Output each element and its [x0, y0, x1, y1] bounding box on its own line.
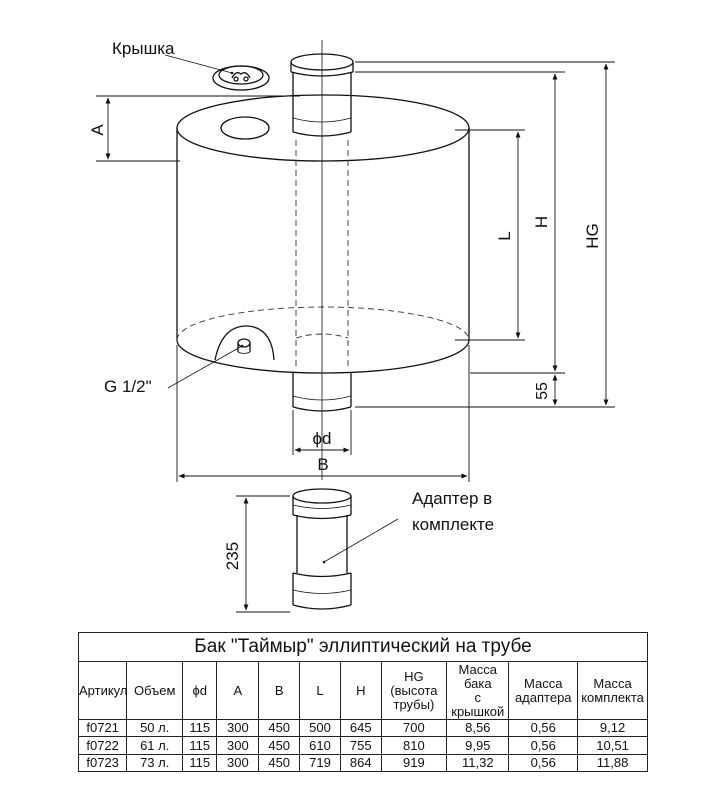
table-header-text: трубы)	[393, 696, 435, 712]
table-cell: 450	[258, 753, 301, 773]
table-header-cell: L	[299, 661, 341, 721]
table-cell: 115	[182, 719, 218, 738]
table-header-text: L	[316, 682, 324, 698]
table-header-text: бака	[463, 675, 492, 691]
tank-technical-drawing: Крышка A L H HG 55 ϕd B G 1/	[88, 39, 615, 613]
table-cell: 50 л.	[126, 719, 184, 738]
adapter-label-line1: Адаптер в	[412, 489, 492, 508]
table-cell: 864	[339, 753, 382, 773]
table-cell: 300	[216, 736, 260, 755]
dim-h: H	[355, 71, 565, 374]
adapter-pipe	[292, 488, 352, 610]
table-header-text: с крышкой	[451, 689, 505, 719]
table-cell: 0,56	[508, 736, 579, 755]
table-header-cell: B	[258, 661, 301, 721]
table-header-text: Масса	[593, 675, 632, 691]
table-cell: f0723	[77, 753, 128, 773]
dim-hg-label: HG	[583, 223, 602, 249]
table-header-text: HG	[404, 668, 424, 684]
table-cell: 10,51	[577, 736, 648, 755]
adapter-label-line2: комплекте	[412, 515, 494, 534]
table-header-text: Масса	[524, 675, 563, 691]
table-cell: 0,56	[508, 719, 579, 738]
table-cell: 719	[299, 753, 341, 773]
dim-b: B	[176, 345, 470, 482]
table-cell: 610	[299, 736, 341, 755]
spec-table: Бак "Таймыр" эллиптический на трубе Арти…	[77, 631, 648, 773]
table-cell: 919	[380, 753, 448, 773]
table-cell: 115	[182, 736, 218, 755]
table-cell: 300	[216, 753, 260, 773]
dim-d-label: ϕd	[313, 429, 332, 448]
dim-55: 55	[534, 374, 558, 406]
table-cell: 755	[339, 736, 382, 755]
dim-a-label: A	[88, 124, 107, 136]
table-cell: 450	[258, 719, 301, 738]
table-cell: 9,12	[577, 719, 648, 738]
center-pipe	[290, 40, 354, 480]
table-cell: 300	[216, 719, 260, 738]
fitting-g12	[214, 325, 275, 361]
table-header-text: H	[356, 682, 366, 698]
dim-hg: HG	[355, 61, 615, 408]
table-cell: 73 л.	[126, 753, 184, 773]
dim-h-label: H	[532, 216, 551, 228]
table-cell: 8,56	[446, 719, 510, 738]
dim-235-label: 235	[223, 542, 242, 570]
fitting-label: G 1/2"	[104, 377, 152, 396]
table-header-text: Масса	[458, 661, 497, 677]
dim-d: ϕd	[292, 410, 352, 455]
table-header-text: B	[274, 682, 284, 698]
dim-235: 235	[223, 495, 290, 613]
table-header-cell: Объем	[126, 661, 184, 721]
table-title: Бак "Таймыр" эллиптический на трубе	[78, 631, 648, 663]
table-cell: 115	[182, 753, 218, 773]
table-header-text: ϕd	[192, 682, 208, 698]
lid-opening	[220, 116, 270, 140]
tank-body	[176, 94, 470, 374]
dim-55-label: 55	[534, 382, 551, 400]
table-header-cell: ϕd	[182, 661, 218, 721]
table-cell: f0721	[77, 719, 128, 738]
table-header-cell: A	[216, 661, 260, 721]
table-cell: 61 л.	[126, 736, 184, 755]
dim-l-label: L	[495, 231, 514, 240]
table-header-text: адаптера	[514, 689, 572, 705]
table-title-row: Бак "Таймыр" эллиптический на трубе	[78, 631, 648, 663]
table-cell: 11,88	[577, 753, 648, 773]
table-cell: f0722	[77, 736, 128, 755]
table-cell: 9,95	[446, 736, 510, 755]
table-cell: 810	[380, 736, 448, 755]
dim-a: A	[88, 95, 300, 162]
table-cell: 645	[339, 719, 382, 738]
dim-l: L	[455, 129, 525, 341]
lid-icon	[212, 65, 270, 91]
table-cell: 500	[299, 719, 341, 738]
table-cell: 700	[380, 719, 448, 738]
table-header-text: (высота	[390, 682, 438, 698]
table-cell: 450	[258, 736, 301, 755]
table-header-text: A	[233, 682, 243, 698]
lid-label: Крышка	[112, 39, 175, 58]
dim-b-label: B	[317, 455, 328, 474]
table-cell: 11,32	[446, 753, 510, 773]
table-header-cell: H	[339, 661, 382, 721]
table-header-cell: Артикул	[77, 661, 128, 721]
table-cell: 0,56	[508, 753, 579, 773]
table-header-text: Артикул	[79, 682, 128, 698]
table-header-text: комплекта	[581, 689, 644, 705]
table-header-text: Объем	[133, 682, 176, 698]
